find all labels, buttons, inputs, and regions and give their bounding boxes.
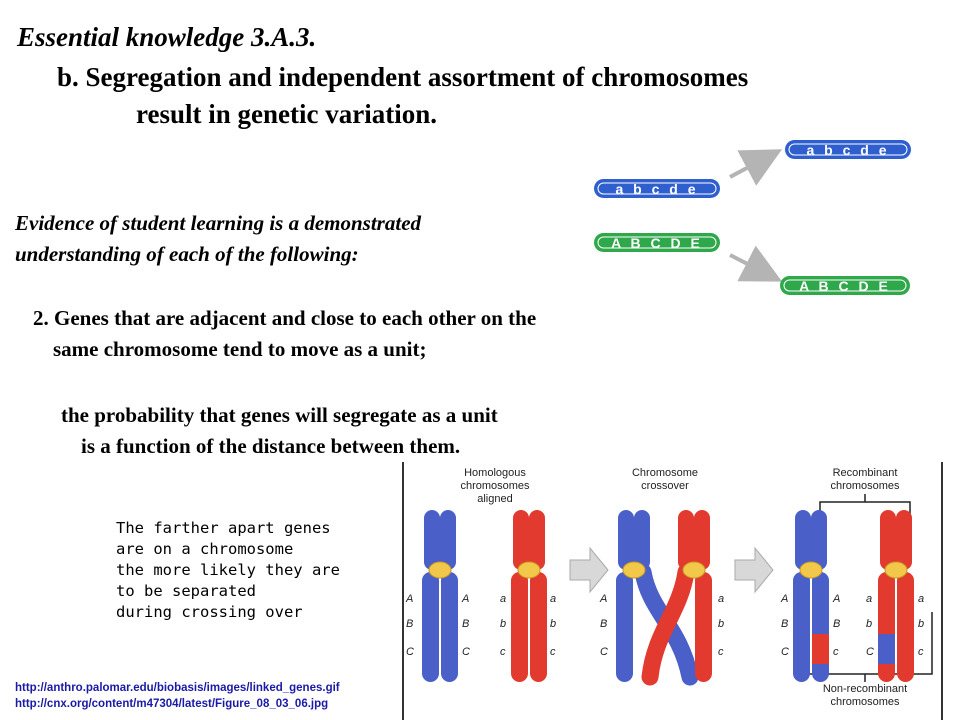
gene-label: A <box>599 593 607 605</box>
crossover-figure: Homologous chromosomes aligned Chromosom… <box>400 462 945 720</box>
gene-label: b <box>550 618 556 630</box>
label-nonrecombinant-1: Non-recombinant <box>823 683 907 695</box>
crossover-note: The farther apart genes are on a chromos… <box>116 518 340 623</box>
gene-label: a <box>866 593 872 605</box>
label-nonrecombinant-2: chromosomes <box>830 696 900 708</box>
gene-label: C <box>600 646 608 658</box>
chromosome-upper-bottom: A B C D E <box>780 276 910 295</box>
point-2-line-2: same chromosome tend to move as a unit; <box>53 337 427 361</box>
gene-label-upper: A B C D E <box>799 278 891 294</box>
gene-label: c <box>918 646 924 658</box>
gene-label: B <box>600 618 607 630</box>
label-homologous-3: aligned <box>477 493 512 505</box>
reference-link-2[interactable]: http://cnx.org/content/m47304/latest/Fig… <box>15 698 329 710</box>
note-line: the more likely they are <box>116 561 340 579</box>
gene-label: a <box>550 593 556 605</box>
reference-links: http://anthro.palomar.edu/biobasis/image… <box>15 680 340 712</box>
arrow-right-icon <box>569 546 609 594</box>
gene-label: C <box>781 646 789 658</box>
chromosome-blue-recombinant <box>793 510 829 682</box>
probability-line-1: the probability that genes will segregat… <box>61 403 498 427</box>
gene-label: A <box>832 593 840 605</box>
chromosome-red-recombinant <box>878 510 914 682</box>
chromosome-blue-1 <box>422 510 458 682</box>
note-line: during crossing over <box>116 603 303 621</box>
slide-subtitle-line-1: b. Segregation and independent assortmen… <box>57 62 749 92</box>
linked-genes-diagram: a b c d e a b c d e A B C D E A B C D E <box>594 140 911 295</box>
gene-label: b <box>718 618 724 630</box>
evidence-line-1: Evidence of student learning is a demons… <box>15 211 422 235</box>
point-2-line-1: 2. Genes that are adjacent and close to … <box>33 306 537 330</box>
point-2: 2. Genes that are adjacent and close to … <box>33 303 536 365</box>
note-line: are on a chromosome <box>116 540 294 558</box>
gene-label: b <box>500 618 506 630</box>
chromosome-upper-left: A B C D E <box>594 233 720 252</box>
slide-title: Essential knowledge 3.A.3. <box>17 22 317 52</box>
gene-label-lower: a b c d e <box>806 142 889 158</box>
label-recombinant-1: Recombinant <box>833 467 898 479</box>
label-homologous-1: Homologous <box>464 467 526 479</box>
label-crossover-2: crossover <box>641 480 689 492</box>
gene-label: A <box>461 593 469 605</box>
gene-label: c <box>833 646 839 658</box>
gene-label: A <box>405 593 413 605</box>
gene-label: b <box>866 618 872 630</box>
gene-label: C <box>406 646 414 658</box>
gene-label-upper: A B C D E <box>611 235 703 251</box>
evidence-line-2: understanding of each of the following: <box>15 242 359 266</box>
evidence-statement: Evidence of student learning is a demons… <box>15 208 421 270</box>
chromosome-lower-top: a b c d e <box>785 140 911 159</box>
gene-label: a <box>918 593 924 605</box>
arrow-up-icon <box>729 149 783 186</box>
note-line: to be separated <box>116 582 256 600</box>
gene-label: B <box>406 618 413 630</box>
note-line: The farther apart genes <box>116 519 331 537</box>
gene-label: A <box>780 593 788 605</box>
gene-label: c <box>550 646 556 658</box>
gene-label: a <box>718 593 724 605</box>
probability-line-2: is a function of the distance between th… <box>81 434 461 458</box>
gene-label: c <box>718 646 724 658</box>
gene-label: B <box>781 618 788 630</box>
chromosome-red-crossover <box>641 510 712 686</box>
label-recombinant-2: chromosomes <box>830 480 900 492</box>
probability-statement: the probability that genes will segregat… <box>61 400 498 462</box>
gene-label: b <box>918 618 924 630</box>
reference-link-1[interactable]: http://anthro.palomar.edu/biobasis/image… <box>15 682 340 694</box>
chromosome-lower-left: a b c d e <box>594 179 720 198</box>
slide-subtitle-line-2: result in genetic variation. <box>136 99 437 129</box>
gene-label: B <box>462 618 469 630</box>
arrow-right-icon <box>734 546 774 594</box>
arrow-down-icon <box>729 245 783 282</box>
gene-label: a <box>500 593 506 605</box>
gene-label: c <box>500 646 506 658</box>
gene-label: C <box>462 646 470 658</box>
label-homologous-2: chromosomes <box>460 480 530 492</box>
label-crossover-1: Chromosome <box>632 467 698 479</box>
gene-label: B <box>833 618 840 630</box>
gene-label: C <box>866 646 874 658</box>
gene-label-lower: a b c d e <box>615 181 698 197</box>
chromosome-red-1 <box>511 510 547 682</box>
